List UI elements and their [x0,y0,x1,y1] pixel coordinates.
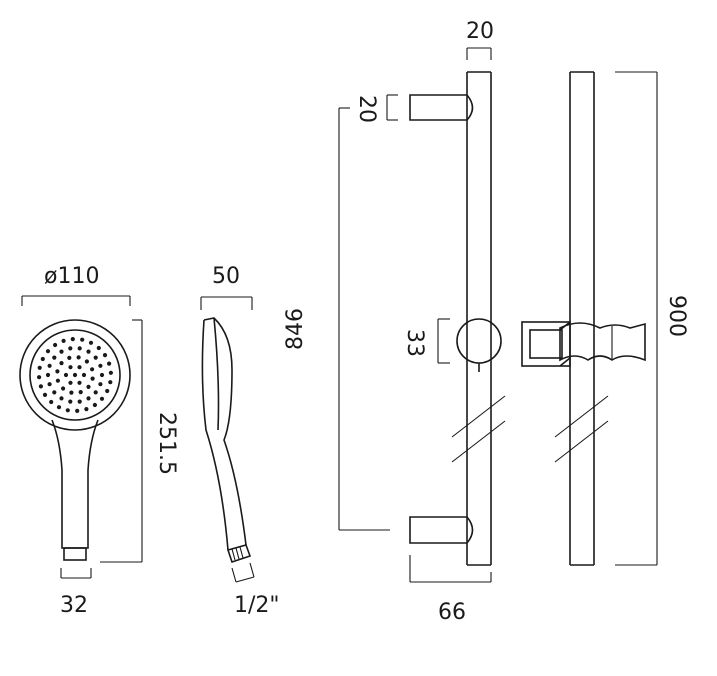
spray-nozzle [59,396,64,401]
label-bracket-spacing: 846 [283,308,308,350]
dimension-bracket-spacing: 846 [283,107,390,531]
spray-nozzle [86,349,91,354]
dimension-connector-width: 32 [60,568,92,618]
spray-nozzle [92,402,97,408]
spray-nozzle [63,372,69,378]
spray-nozzle [37,365,42,370]
spray-nozzle [47,363,52,368]
spray-nozzle [67,355,72,360]
spray-nozzle [45,372,51,378]
spray-nozzle [47,382,52,387]
spray-nozzle [68,399,73,404]
spray-nozzle [81,372,87,378]
spray-nozzle [68,365,73,370]
label-handset-length: 251.5 [154,412,179,475]
dimension-rail-width: 20 [466,19,494,60]
spray-nozzle [102,353,108,358]
spray-nozzle [107,361,112,366]
handset-side-view [201,317,252,564]
spray-nozzle [84,407,89,412]
label-head-depth: 50 [212,264,240,289]
rail-side-view [521,71,646,566]
spray-nozzle [45,349,51,354]
dimension-rail-projection: 66 [409,555,492,625]
spray-nozzle [98,382,103,387]
spray-nozzle [99,396,105,401]
spray-nozzle [77,399,82,404]
spray-nozzle [86,384,91,389]
spray-nozzle [70,337,75,342]
label-holder-diameter: 33 [402,329,427,357]
label-connector-width: 32 [60,593,88,618]
spray-nozzle [55,378,61,383]
dimension-handset-length: 251.5 [100,319,179,563]
spray-nozzle [55,369,60,374]
spray-nozzle [96,345,101,351]
spray-nozzle [42,392,48,397]
handset-front-view [19,319,131,561]
dimension-thread-size: 1/2" [231,562,280,618]
rail-front-view [409,71,506,566]
spray-nozzle [56,405,62,410]
spray-nozzle [40,356,45,362]
spray-nozzle [77,346,82,351]
spray-nozzle [52,390,57,395]
spray-nozzle [61,386,66,391]
spray-nozzle [93,390,98,395]
spray-nozzle [72,372,78,378]
spray-nozzles [37,337,113,413]
spray-nozzle [88,340,94,345]
spray-nozzle [59,349,64,354]
label-thread-size: 1/2" [234,593,280,618]
label-rail-projection: 66 [438,600,466,625]
spray-nozzle [76,355,81,360]
spray-nozzle [77,365,82,370]
spray-nozzle [75,408,80,413]
dimension-holder-diameter: 33 [402,318,450,364]
spray-nozzle [98,363,103,368]
spray-nozzle [93,355,98,360]
spray-nozzle [84,359,89,364]
spray-nozzle [86,396,91,401]
spray-nozzle [53,342,58,348]
spray-nozzle [59,361,64,366]
spray-nozzle [99,372,105,378]
spray-nozzle [37,375,42,380]
spray-nozzle [68,346,73,351]
dimension-head-depth: 50 [200,264,253,310]
label-head-diameter: ø110 [44,264,99,289]
spray-nozzle [105,388,110,394]
spray-nozzle [80,337,85,342]
spray-nozzle [68,380,73,385]
spray-nozzle [78,390,83,395]
spray-nozzle [61,338,66,343]
spray-nozzle [108,380,113,385]
label-rail-length: 900 [664,295,689,337]
spray-nozzle [90,367,95,372]
spray-nozzle [90,376,95,381]
spray-nozzle [77,380,82,385]
dimension-bracket-height: 20 [354,94,398,123]
spray-nozzle [38,384,44,389]
spray-nozzle [49,399,54,405]
label-rail-width: 20 [466,19,494,44]
dimension-rail-length: 900 [615,71,689,566]
label-bracket-height: 20 [354,95,379,123]
spray-nozzle [69,390,74,395]
spray-nozzle [108,370,113,375]
spray-nozzle [52,355,57,360]
dimension-head-diameter: ø110 [21,264,131,306]
spray-nozzle [65,408,70,413]
